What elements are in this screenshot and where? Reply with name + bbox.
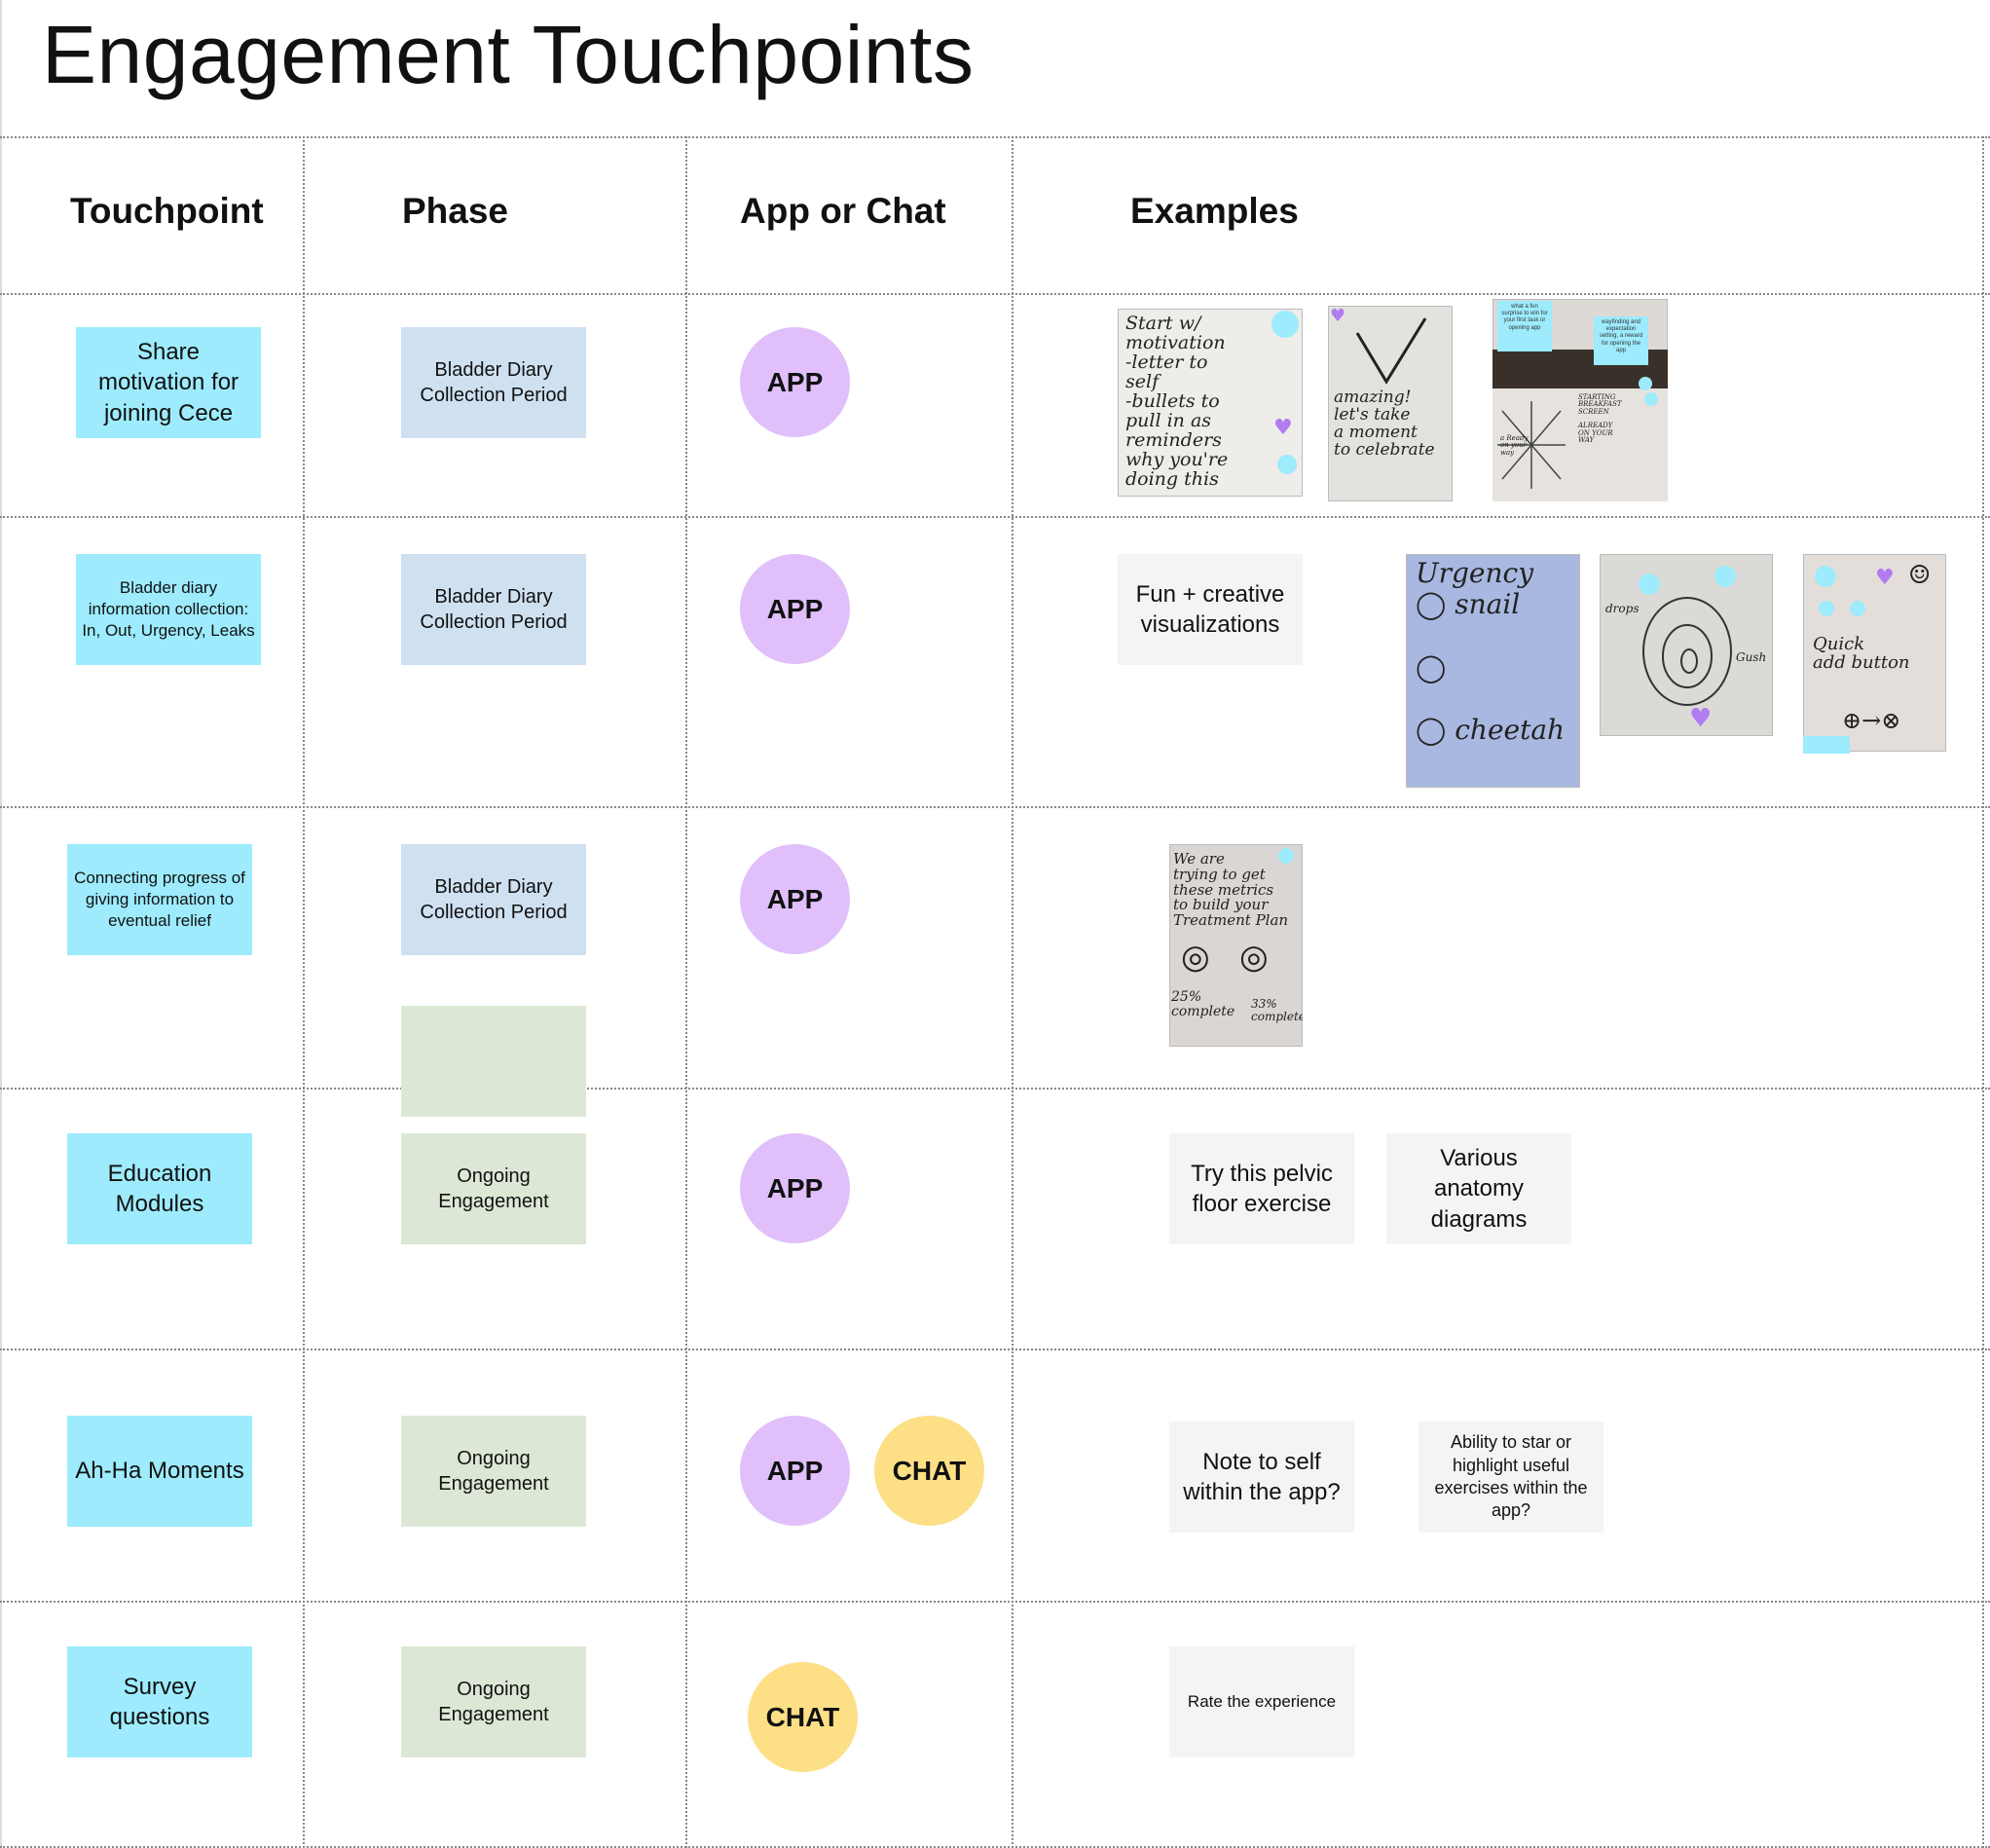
grid-line: [303, 136, 305, 1848]
empty-phase-sticky[interactable]: [401, 1006, 586, 1117]
sketch-handwriting: Quick add button: [1813, 634, 1910, 673]
example-note[interactable]: Rate the experience: [1169, 1646, 1354, 1757]
grid-line: [1012, 136, 1013, 1848]
reaction-dot-icon: [1278, 848, 1294, 864]
reaction-dot-icon: [1815, 566, 1836, 587]
mini-sticky-note: wayfinding and expectation setting, a re…: [1594, 316, 1648, 365]
sketch-handwriting: Urgency ◯ snail ◯ ◯ cheetah: [1416, 557, 1566, 746]
touchpoint-sticky[interactable]: Survey questions: [67, 1646, 252, 1757]
grid-line: [685, 136, 687, 1848]
phase-sticky[interactable]: Ongoing Engagement: [401, 1133, 586, 1244]
phase-sticky[interactable]: Bladder Diary Collection Period: [401, 844, 586, 955]
touchpoint-sticky[interactable]: Bladder diary information collection: In…: [76, 554, 261, 665]
grid-line: [0, 516, 1990, 518]
sketch-handwriting: 25% complete: [1171, 989, 1235, 1019]
sketch-handwriting: amazing! let's take a moment to celebrat…: [1334, 388, 1435, 460]
example-note[interactable]: Various anatomy diagrams: [1386, 1133, 1571, 1244]
cyan-marker: [1803, 736, 1850, 754]
sketch-handwriting: We are trying to get these metrics to bu…: [1173, 850, 1289, 929]
header-examples: Examples: [1130, 191, 1299, 231]
example-sketch-image[interactable]: ♥ ☺ Quick add button ⊕→⊗: [1803, 554, 1946, 752]
header-touchpoint: Touchpoint: [70, 191, 264, 231]
checkmark-sketch-icon: [1355, 317, 1427, 385]
sketch-handwriting: Start w/ motivation -letter to self -bul…: [1125, 313, 1229, 490]
heart-icon: ♥: [1875, 566, 1895, 590]
grid-line: [0, 1601, 1990, 1603]
touchpoint-sticky[interactable]: Connecting progress of giving informatio…: [67, 844, 252, 955]
phase-sticky[interactable]: Ongoing Engagement: [401, 1416, 586, 1527]
reaction-dot-icon: [1277, 455, 1297, 474]
example-sketch-image[interactable]: Start w/ motivation -letter to self -bul…: [1118, 309, 1303, 497]
sketch-handwriting: a Ready on your way: [1500, 434, 1529, 457]
board-left-border: [0, 0, 2, 1848]
grid-line: [0, 136, 1990, 138]
example-sketch-image[interactable]: a Ready on your way STARTING BREAKFAST S…: [1492, 299, 1668, 501]
app-badge[interactable]: APP: [740, 554, 850, 664]
reaction-dot-icon: [1639, 573, 1660, 595]
example-note[interactable]: Ability to star or highlight useful exer…: [1419, 1422, 1603, 1533]
progress-ring-sketch-icon: ◎: [1239, 938, 1269, 977]
grid-line: [0, 1349, 1990, 1350]
heart-icon: ♥: [1273, 416, 1293, 440]
touchpoint-sticky[interactable]: Share motivation for joining Cece: [76, 327, 261, 438]
progress-ring-sketch-icon: ◎: [1181, 938, 1210, 977]
header-app-or-chat: App or Chat: [740, 191, 946, 231]
example-note[interactable]: Note to self within the app?: [1169, 1422, 1354, 1533]
example-note[interactable]: Try this pelvic floor exercise: [1169, 1133, 1354, 1244]
phase-sticky[interactable]: Bladder Diary Collection Period: [401, 327, 586, 438]
example-note[interactable]: Fun + creative visualizations: [1118, 554, 1303, 665]
grid-line: [0, 806, 1990, 808]
reaction-dot-icon: [1850, 601, 1865, 616]
reaction-dot-icon: [1271, 311, 1299, 338]
mini-sticky-note: what a fun surprise to win for your firs…: [1497, 301, 1552, 351]
sketch-handwriting: Gush: [1736, 650, 1767, 664]
phase-sticky[interactable]: Ongoing Engagement: [401, 1646, 586, 1757]
grid-line: [0, 1088, 1990, 1090]
example-sketch-image[interactable]: We are trying to get these metrics to bu…: [1169, 844, 1303, 1047]
header-phase: Phase: [402, 191, 509, 231]
sketch-handwriting: STARTING BREAKFAST SCREEN ALREADY ON YOU…: [1578, 393, 1622, 445]
reaction-dot-icon: [1644, 392, 1658, 406]
example-sketch-image[interactable]: drops Gush ♥: [1600, 554, 1773, 736]
example-sketch-image[interactable]: amazing! let's take a moment to celebrat…: [1328, 306, 1453, 501]
plus-arrow-x-sketch-icon: ⊕→⊗: [1842, 707, 1901, 734]
reaction-dot-icon: [1714, 566, 1736, 587]
app-badge[interactable]: APP: [740, 1133, 850, 1243]
app-badge[interactable]: APP: [740, 844, 850, 954]
reaction-dot-icon: [1819, 601, 1834, 616]
grid-line: [0, 1846, 1990, 1848]
example-sketch-image[interactable]: Urgency ◯ snail ◯ ◯ cheetah: [1406, 554, 1580, 788]
chat-badge[interactable]: CHAT: [748, 1662, 858, 1772]
sunburst-sketch-icon: [1497, 401, 1566, 489]
sketch-handwriting: drops: [1605, 602, 1640, 615]
reaction-dot-icon: [1639, 377, 1652, 390]
phase-sticky[interactable]: Bladder Diary Collection Period: [401, 554, 586, 665]
page-title: Engagement Touchpoints: [42, 9, 975, 100]
chat-badge[interactable]: CHAT: [874, 1416, 984, 1526]
app-badge[interactable]: APP: [740, 327, 850, 437]
grid-line: [0, 293, 1990, 295]
touchpoint-sticky[interactable]: Education Modules: [67, 1133, 252, 1244]
heart-icon: ♥: [1330, 306, 1346, 326]
smiley-sketch-icon: ☺: [1908, 561, 1932, 590]
grid-line: [1982, 136, 1984, 1848]
spiral-sketch-icon: [1642, 597, 1732, 706]
app-badge[interactable]: APP: [740, 1416, 850, 1526]
sketch-handwriting: 33% complete: [1251, 997, 1303, 1023]
touchpoint-sticky[interactable]: Ah-Ha Moments: [67, 1416, 252, 1527]
heart-icon: ♥: [1689, 704, 1713, 733]
